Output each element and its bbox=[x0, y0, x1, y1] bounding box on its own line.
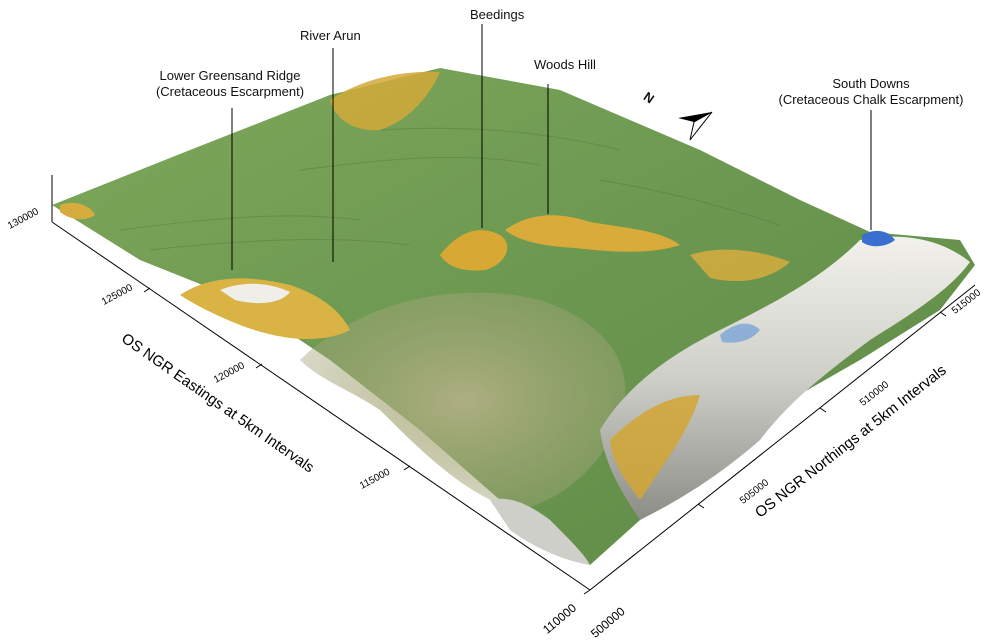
label-river-arun: River Arun bbox=[300, 28, 361, 43]
tick-marks bbox=[143, 287, 947, 595]
axis-lines bbox=[51, 175, 976, 591]
chalk-yellow-flank bbox=[610, 395, 700, 500]
south-downs-escarpment bbox=[600, 236, 970, 521]
leader-lines bbox=[231, 24, 872, 270]
north-arrow-icon bbox=[678, 111, 713, 141]
ridge-patch-west bbox=[60, 203, 95, 220]
northern-ridge bbox=[330, 71, 440, 131]
woods-hill-ridge bbox=[505, 215, 680, 252]
ridge-patch-east bbox=[690, 249, 790, 282]
vale-lowland bbox=[300, 292, 626, 510]
chalk-ridge-blue bbox=[720, 323, 760, 343]
label-beedings: Beedings bbox=[470, 7, 525, 22]
label-south-downs-line2: (Cretaceous Chalk Escarpment) bbox=[778, 92, 964, 107]
label-lower-greensand-line1: Lower Greensand Ridge bbox=[159, 68, 301, 83]
lower-greensand-ridge bbox=[180, 278, 350, 340]
chalk-summit-blue bbox=[862, 230, 895, 247]
beedings-hill bbox=[440, 230, 508, 271]
relief-shading bbox=[119, 127, 781, 251]
label-south-downs: South Downs (Cretaceous Chalk Escarpment… bbox=[756, 76, 986, 108]
label-south-downs-line1: South Downs bbox=[832, 76, 910, 91]
label-lower-greensand-line2: (Cretaceous Escarpment) bbox=[155, 84, 305, 99]
greensand-highlight bbox=[220, 283, 290, 304]
front-chalk-bump bbox=[490, 498, 590, 565]
label-lower-greensand-ridge: Lower Greensand Ridge (Cretaceous Escarp… bbox=[140, 68, 320, 100]
label-woods-hill: Woods Hill bbox=[534, 57, 596, 72]
